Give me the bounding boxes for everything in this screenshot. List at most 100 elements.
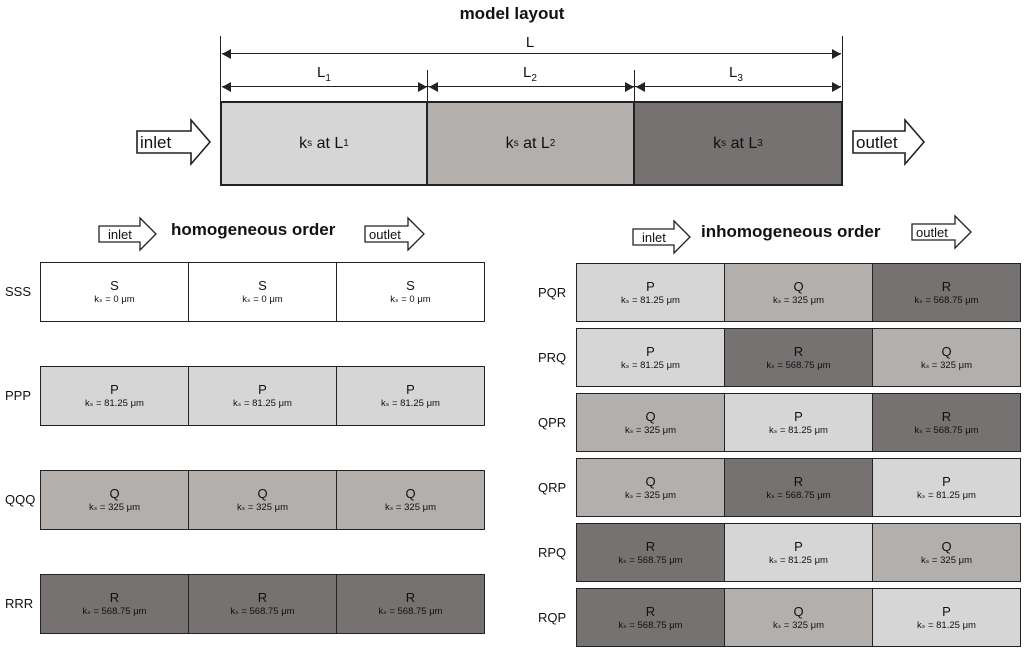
model-inlet-label: inlet	[140, 133, 171, 152]
row-label: PQR	[538, 284, 567, 300]
roughness-value: kₛ = 81.25 μm	[769, 424, 828, 436]
segment-length-label-2: L2	[523, 64, 537, 84]
row-label: SSS	[5, 284, 32, 299]
roughness-value: kₛ = 325 μm	[773, 619, 824, 631]
material-letter: Q	[645, 473, 656, 489]
segment-length-line	[222, 86, 841, 87]
roughness-value: kₛ = 0 μm	[94, 294, 135, 305]
material-letter: R	[941, 408, 952, 424]
material-letter: R	[109, 590, 120, 605]
homogeneous-section-title: homogeneous order	[171, 220, 336, 239]
material-letter: S	[258, 278, 267, 293]
roughness-value: kₛ = 325 μm	[921, 554, 972, 566]
material-letter: R	[941, 278, 952, 294]
seg3-arrow-left-icon	[636, 82, 645, 92]
row-label: QPR	[538, 414, 567, 430]
row-label: RPQ	[538, 544, 567, 560]
roughness-value: kₛ = 568.75 μm	[378, 606, 443, 617]
roughness-value: kₛ = 325 μm	[773, 294, 824, 306]
material-letter: P	[110, 382, 119, 397]
seg1-arrow-left-icon	[222, 82, 231, 92]
total-length-arrow-left-icon	[222, 49, 231, 59]
material-letter: P	[258, 382, 267, 397]
roughness-value: kₛ = 325 μm	[385, 502, 436, 513]
roughness-value: kₛ = 0 μm	[242, 294, 283, 305]
roughness-value: kₛ = 568.75 μm	[618, 554, 683, 566]
roughness-value: kₛ = 81.25 μm	[85, 398, 144, 409]
roughness-value: kₛ = 325 μm	[89, 502, 140, 513]
material-letter: Q	[257, 486, 268, 501]
material-letter: P	[942, 473, 951, 489]
material-letter: P	[406, 382, 415, 397]
inhomogeneous-inlet-label: inlet	[642, 230, 666, 245]
seg2-arrow-left-icon	[429, 82, 438, 92]
roughness-value: kₛ = 81.25 μm	[381, 398, 440, 409]
seg2-arrow-right-icon	[625, 82, 634, 92]
segment-length-label-3: L3	[729, 64, 743, 84]
material-letter: S	[110, 278, 119, 293]
row-label: PRQ	[538, 349, 567, 365]
row-label: QRP	[538, 479, 567, 495]
material-letter: P	[942, 603, 951, 619]
roughness-value: kₛ = 568.75 μm	[914, 424, 979, 436]
homogeneous-outlet-label: outlet	[369, 227, 401, 242]
material-letter: R	[793, 343, 804, 359]
homogeneous-inlet-arrow-icon: inlet	[98, 216, 157, 252]
material-letter: Q	[941, 538, 952, 554]
roughness-value: kₛ = 325 μm	[625, 489, 676, 501]
row-label: QQQ	[5, 492, 36, 507]
material-letter: Q	[109, 486, 120, 501]
roughness-value: kₛ = 568.75 μm	[82, 606, 147, 617]
row-label: RRR	[5, 596, 34, 611]
material-letter: P	[794, 408, 803, 424]
material-letter: Q	[793, 278, 804, 294]
roughness-value: kₛ = 568.75 μm	[618, 619, 683, 631]
row-label: RQP	[538, 609, 567, 625]
material-letter: Q	[793, 603, 804, 619]
segment-length-label-1: L1	[317, 64, 331, 84]
model-outlet-label: outlet	[856, 133, 898, 152]
roughness-value: kₛ = 81.25 μm	[769, 554, 828, 566]
homogeneous-outlet-arrow-icon: outlet	[364, 216, 425, 252]
total-length-line	[222, 53, 841, 54]
row-label: PPP	[5, 388, 32, 403]
dimension-tick-left	[220, 36, 221, 102]
roughness-value: kₛ = 568.75 μm	[766, 489, 831, 501]
material-letter: R	[405, 590, 416, 605]
total-length-label: L	[525, 34, 535, 51]
total-length-arrow-right-icon	[832, 49, 841, 59]
model-inlet-arrow-icon: inlet	[136, 117, 212, 167]
roughness-value: kₛ = 81.25 μm	[621, 294, 680, 306]
roughness-value: kₛ = 325 μm	[625, 424, 676, 436]
roughness-value: kₛ = 81.25 μm	[621, 359, 680, 371]
diagram-title: model layout	[459, 4, 565, 23]
roughness-value: kₛ = 568.75 μm	[914, 294, 979, 306]
roughness-value: kₛ = 81.25 μm	[917, 619, 976, 631]
material-letter: R	[645, 603, 656, 619]
dimension-tick-right	[842, 36, 843, 102]
